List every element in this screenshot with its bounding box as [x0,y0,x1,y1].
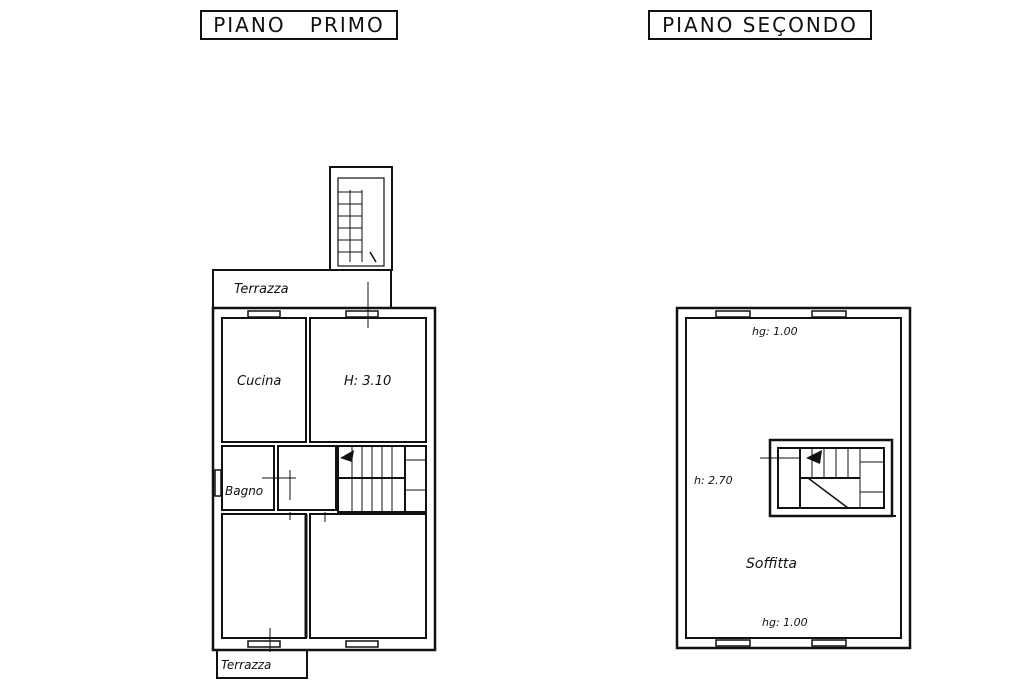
title-piano-secondo: PIANO SEÇONDO [648,10,872,40]
secondo-inner [685,317,902,639]
label-hg-bottom: hg: 1.00 [762,616,808,629]
primo-stair-tower [329,166,393,271]
label-height-primo: H: 3.10 [344,374,391,389]
room-bottom-left [221,513,307,639]
primo-outline [211,306,437,652]
primo-plan [211,166,437,679]
label-soffitta: Soffitta [746,556,797,572]
secondo-stair [768,438,894,518]
primo-terrace-bottom [216,649,308,679]
room-cucina [221,317,307,443]
room-h310 [309,317,427,443]
secondo-outline [675,306,912,650]
primo-internal-stair [337,445,427,513]
label-terrazza-bottom: Terrazza [221,658,271,672]
label-h-side: h: 2.70 [694,474,733,487]
label-terrazza-top: Terrazza [234,282,289,297]
label-bagno: Bagno [225,484,263,498]
label-hg-top: hg: 1.00 [752,325,798,338]
secondo-plan [675,306,912,650]
title-piano-primo: PIANO PRIMO [200,10,398,40]
label-cucina: Cucina [237,374,281,389]
room-bottom-right [309,513,427,639]
